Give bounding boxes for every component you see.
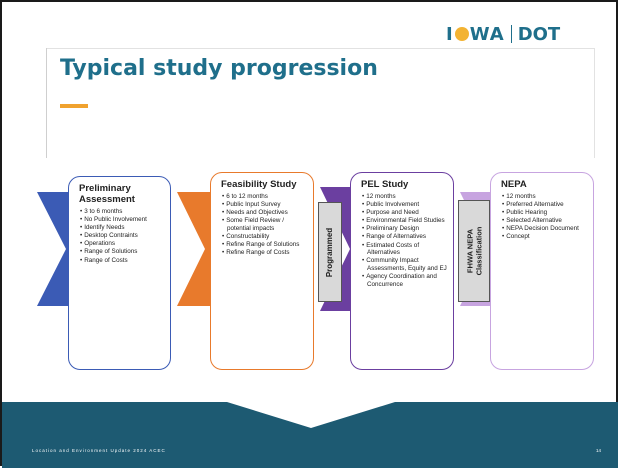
stage-card-preliminary: Preliminary Assessment 3 to 6 months No … xyxy=(68,176,171,370)
footer-text: Location and Environment Update 2024 ACE… xyxy=(32,448,166,453)
guide-line-top xyxy=(46,48,594,49)
list-item: 6 to 12 months xyxy=(221,193,307,201)
list-item: 12 months xyxy=(501,193,587,201)
stage-items: 6 to 12 months Public Input Survey Needs… xyxy=(221,193,307,257)
guide-line-right xyxy=(594,48,595,158)
stage-title: PEL Study xyxy=(361,179,409,190)
list-item: Environmental Field Studies xyxy=(361,217,447,225)
programmed-text: Programmed xyxy=(325,227,335,277)
iowa-dot-logo: I WA DOT xyxy=(446,22,606,46)
list-item: Preferred Alternative xyxy=(501,201,587,209)
stage-title: NEPA xyxy=(501,179,527,190)
fhwa-text: FHWA NEPA Classification xyxy=(465,226,484,276)
list-item: Range of Alternatives xyxy=(361,233,447,241)
logo-dot: DOT xyxy=(517,23,561,45)
list-item: No Public Involvement xyxy=(79,216,164,224)
stage-card-feasibility: Feasibility Study 6 to 12 months Public … xyxy=(210,172,314,370)
list-item: Needs and Objectives xyxy=(221,209,307,217)
list-item: Some Field Review / potential impacts xyxy=(221,217,307,232)
stage-card-nepa: NEPA 12 months Preferred Alternative Pub… xyxy=(490,172,594,370)
list-item: Agency Coordination and Concurrence xyxy=(361,273,447,288)
page-title: Typical study progression xyxy=(60,56,378,81)
page-number: 14 xyxy=(596,448,602,453)
stage-title: Feasibility Study xyxy=(221,179,297,190)
list-item: Refine Range of Solutions xyxy=(221,241,307,249)
list-item: Public Involvement xyxy=(361,201,447,209)
stage-items: 12 months Preferred Alternative Public H… xyxy=(501,193,587,241)
list-item: Selected Alternative xyxy=(501,217,587,225)
sun-icon xyxy=(454,27,469,41)
list-item: Identify Needs xyxy=(79,224,164,232)
stage-title: Preliminary Assessment xyxy=(79,183,135,205)
list-item: Community Impact Assessments, Equity and… xyxy=(361,257,447,272)
list-item: Refine Range of Costs xyxy=(221,249,307,257)
title-accent-bar xyxy=(60,104,88,108)
programmed-label: Programmed xyxy=(318,202,342,302)
list-item: 12 months xyxy=(361,193,447,201)
stage-items: 12 months Public Involvement Purpose and… xyxy=(361,193,447,288)
guide-line-left xyxy=(46,48,47,158)
list-item: NEPA Decision Document xyxy=(501,225,587,233)
stage-card-pel: PEL Study 12 months Public Involvement P… xyxy=(350,172,454,370)
list-item: Range of Costs xyxy=(79,257,164,265)
bottom-band xyxy=(2,402,618,468)
list-item: Constructability xyxy=(221,233,307,241)
list-item: Concept xyxy=(501,233,587,241)
list-item: Public Hearing xyxy=(501,209,587,217)
logo-iowa-left: I xyxy=(446,23,454,45)
list-item: Purpose and Need xyxy=(361,209,447,217)
fhwa-classification-label: FHWA NEPA Classification xyxy=(458,200,490,302)
stage-items: 3 to 6 months No Public Involvement Iden… xyxy=(79,208,164,264)
logo-divider xyxy=(510,25,512,43)
list-item: Operations xyxy=(79,240,164,248)
list-item: Range of Solutions xyxy=(79,248,164,256)
list-item: Estimated Costs of Alternatives xyxy=(361,242,447,257)
list-item: Preliminary Design xyxy=(361,225,447,233)
list-item: Public Input Survey xyxy=(221,201,307,209)
logo-iowa-right: WA xyxy=(469,23,505,45)
logo-iowa: I WA xyxy=(446,24,505,45)
list-item: 3 to 6 months xyxy=(79,208,164,216)
list-item: Desktop Contraints xyxy=(79,232,164,240)
